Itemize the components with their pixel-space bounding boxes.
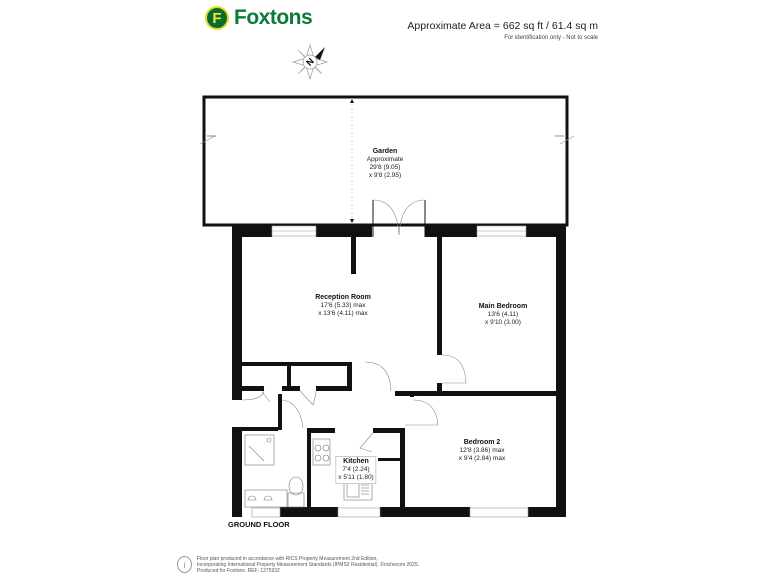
room-label-garden: Garden Approximate 29'8 (9.05) x 9'8 (2.… (367, 148, 404, 180)
compass-north-icon: N (291, 43, 329, 81)
room-name: Reception Room (315, 294, 371, 301)
foxtons-logo: F Foxtons (205, 4, 313, 32)
room-dimension: Approximate (366, 156, 404, 163)
svg-text:N: N (304, 56, 316, 68)
scale-note: For identification only - Not to scale (504, 35, 598, 41)
logo-badge-icon: F (205, 6, 229, 30)
footer-line: Floor plan produced in accordance with R… (197, 556, 378, 562)
room-label-main-bedroom: Main Bedroom 13'6 (4.11) x 9'10 (3.00) (479, 303, 528, 327)
room-dimension: 7'4 (2.24) (342, 466, 370, 473)
room-name: Bedroom 2 (463, 439, 501, 446)
approximate-area: Approximate Area = 662 sq ft / 61.4 sq m (407, 20, 598, 32)
brand-name: Foxtons (234, 6, 313, 29)
room-dimension: 17'6 (5.33) max (320, 302, 366, 309)
room-label-bedroom-2: Bedroom 2 12'8 (3.86) max x 9'4 (2.84) m… (459, 439, 505, 463)
footer-line: Incorporating International Property Mea… (197, 562, 420, 568)
room-dimension: 29'8 (9.05) (369, 164, 401, 171)
room-name: Kitchen (343, 458, 369, 465)
room-dimension: x 9'10 (3.00) (485, 319, 521, 326)
bathroom-fixtures (244, 434, 305, 508)
floor-label: GROUND FLOOR (228, 520, 290, 529)
walls (232, 225, 566, 517)
room-dimension: x 9'4 (2.84) max (458, 455, 506, 462)
garden-outline (199, 95, 575, 227)
room-dimension: x 13'6 (4.11) max (318, 310, 368, 317)
footer-text: Floor plan produced in accordance with R… (197, 556, 419, 574)
footer-line: Produced for Foxtons. REF: 1275932 (197, 568, 280, 574)
room-name: Garden (372, 148, 398, 155)
footer: i Floor plan produced in accordance with… (177, 556, 419, 574)
room-name: Main Bedroom (478, 303, 528, 310)
room-dimension: x 9'8 (2.95) (368, 172, 402, 179)
room-dimension: x 5'11 (1.80) (338, 474, 374, 481)
room-label-kitchen: Kitchen 7'4 (2.24) x 5'11 (1.80) (335, 456, 377, 484)
room-dimension: 13'6 (4.11) (487, 311, 519, 318)
doors (241, 199, 467, 453)
windows (251, 225, 529, 518)
room-dimension: 12'8 (3.86) max (459, 447, 505, 454)
room-label-reception: Reception Room 17'6 (5.33) max x 13'6 (4… (315, 294, 371, 318)
info-icon: i (177, 556, 192, 573)
logo-letter: F (212, 9, 222, 27)
